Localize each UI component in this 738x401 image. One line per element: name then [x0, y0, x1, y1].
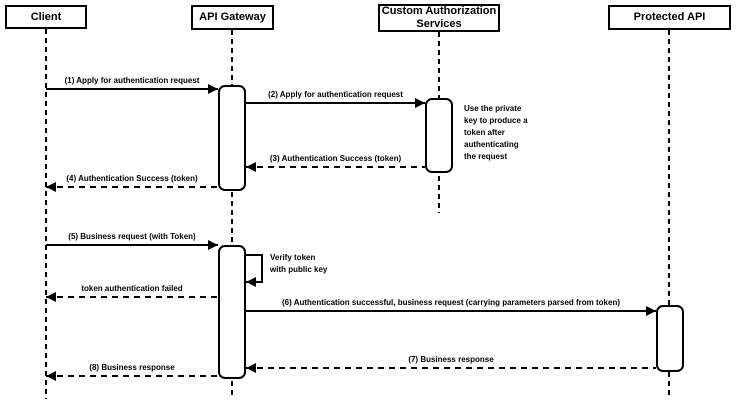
message-4-line [46, 186, 218, 188]
message-8-label: (8) Business response [89, 363, 175, 372]
message-failed-label: token authentication failed [81, 284, 183, 293]
actor-protected-api: Protected API [608, 5, 731, 30]
actor-api-gateway-label: API Gateway [199, 11, 266, 23]
arrowhead-left-icon [46, 292, 56, 302]
message-7-business-response: (7) Business response [246, 347, 656, 373]
activation-api-gateway-auth [218, 85, 246, 191]
message-1-line [46, 88, 218, 90]
arrowhead-right-icon [646, 306, 656, 316]
message-5-business-request: (5) Business request (with Token) [46, 224, 218, 250]
activation-api-gateway-business [218, 245, 246, 379]
message-2-label: (2) Apply for authentication request [268, 90, 403, 99]
message-1-apply-authentication: (1) Apply for authentication request [46, 68, 218, 94]
message-5-line [46, 244, 218, 246]
message-5-label: (5) Business request (with Token) [68, 232, 196, 241]
actor-client: Client [5, 5, 87, 29]
activation-custom-authorization-services [425, 98, 453, 173]
arrowhead-right-icon [208, 84, 218, 94]
arrowhead-left-icon [246, 162, 256, 172]
message-6-line [246, 310, 656, 312]
message-3-label: (3) Authentication Success (token) [269, 154, 402, 163]
arrowhead-left-icon [46, 371, 56, 381]
note-private-key: Use the private key to produce a token a… [464, 104, 528, 161]
message-7-label: (7) Business response [408, 355, 494, 364]
message-8-line [46, 375, 218, 377]
lifeline-protected-api [668, 30, 670, 399]
arrowhead-left-icon [246, 363, 256, 373]
message-6-label: (6) Authentication successful, business … [281, 298, 621, 307]
actor-custom-authorization-services: Custom Authorization Services [378, 4, 500, 32]
actor-custom-authorization-services-label: Custom Authorization Services [381, 5, 497, 30]
lifeline-client [45, 29, 47, 399]
arrowhead-left-icon [46, 182, 56, 192]
arrowhead-right-icon [208, 240, 218, 250]
actor-protected-api-label: Protected API [633, 11, 706, 23]
message-failed-line [46, 296, 218, 298]
message-2-line [246, 102, 425, 104]
message-1-label: (1) Apply for authentication request [64, 76, 200, 85]
message-3-line [246, 166, 425, 168]
message-2-apply-authentication: (2) Apply for authentication request [246, 82, 425, 108]
arrowhead-left-icon [246, 277, 256, 287]
message-6-authentication-successful-business-request: (6) Authentication successful, business … [246, 290, 656, 316]
message-7-line [246, 367, 656, 369]
message-8-business-response: (8) Business response [46, 355, 218, 381]
arrowhead-right-icon [415, 98, 425, 108]
message-token-authentication-failed: token authentication failed [46, 276, 218, 302]
activation-protected-api [656, 305, 684, 372]
actor-api-gateway: API Gateway [191, 5, 274, 30]
message-3-authentication-success: (3) Authentication Success (token) [246, 146, 425, 172]
message-4-authentication-success: (4) Authentication Success (token) [46, 166, 218, 192]
lifeline-api-gateway [231, 30, 233, 399]
actor-client-label: Client [30, 10, 62, 23]
self-message-verify-token-label: Verify token with public key [270, 253, 328, 274]
message-4-label: (4) Authentication Success (token) [66, 174, 198, 183]
